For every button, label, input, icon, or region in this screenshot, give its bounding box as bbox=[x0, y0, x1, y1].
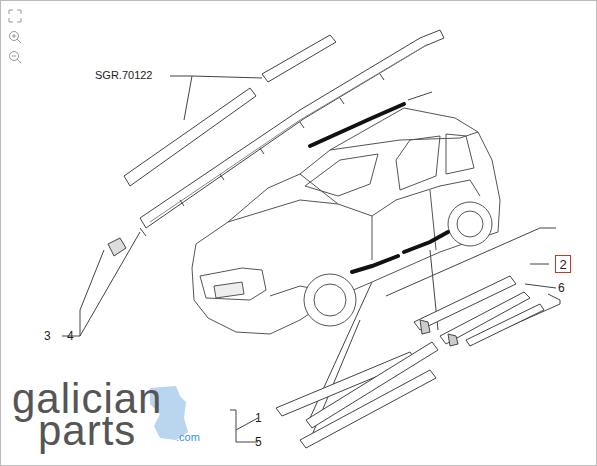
callout-number: 6 bbox=[558, 282, 565, 294]
part-code: SGR.70122 bbox=[95, 70, 152, 81]
callout-number: 1 bbox=[255, 412, 262, 424]
logo-text: .com bbox=[176, 432, 200, 443]
logo-text: parts bbox=[38, 410, 136, 452]
callout-number: 3 bbox=[44, 330, 51, 342]
callout-box: 2 bbox=[555, 255, 571, 273]
callout-number: 2 bbox=[556, 258, 570, 271]
callout-number: 4 bbox=[67, 330, 74, 342]
callout-number: 5 bbox=[255, 436, 262, 448]
